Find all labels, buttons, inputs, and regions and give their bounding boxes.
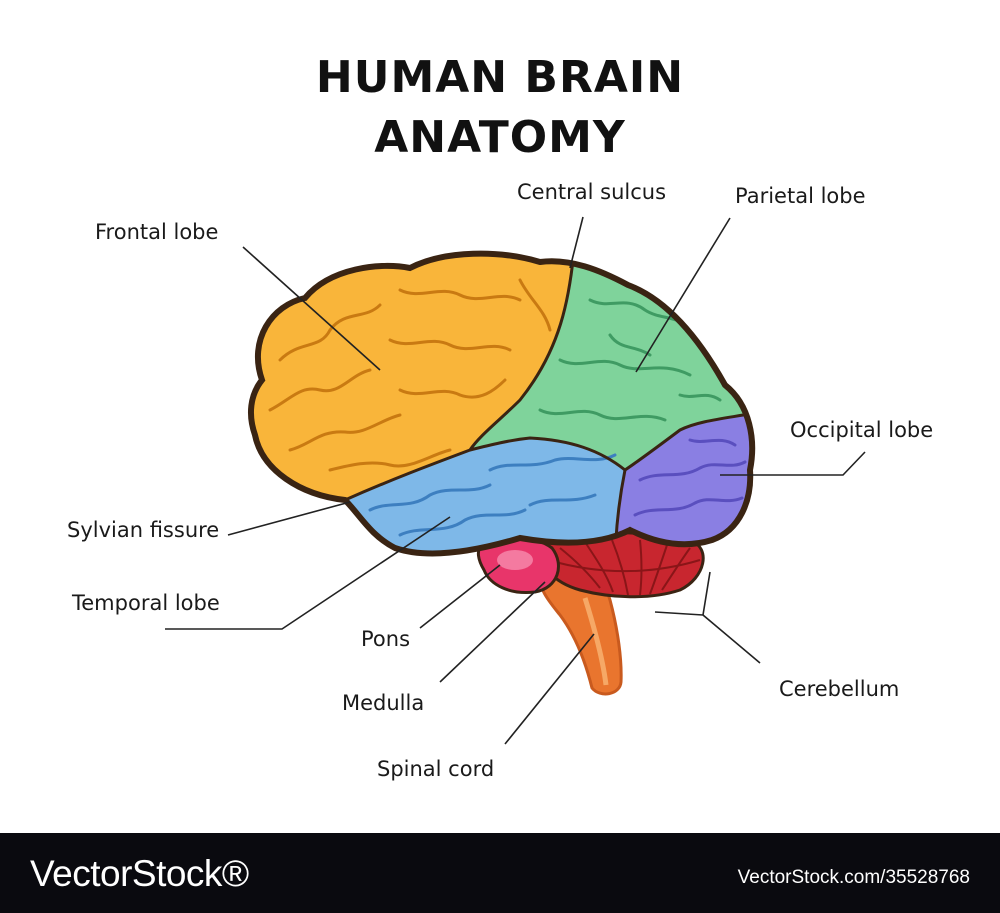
leader-parietal-lobe xyxy=(635,217,731,373)
label-sylvian-fissure: Sylvian fissure xyxy=(67,518,220,542)
gyri-pattern xyxy=(268,278,747,537)
footer-image-id: VectorStock.com/35528768 xyxy=(737,867,970,888)
cerebellum-folia xyxy=(547,539,701,596)
label-parietal-lobe: Parietal lobe xyxy=(735,184,866,208)
leader-cerebellum xyxy=(654,571,761,664)
title-line-1: HUMAN BRAIN xyxy=(315,52,685,103)
brain-illustration xyxy=(165,216,866,745)
leader-temporal-lobe xyxy=(165,516,451,630)
label-spinal-cord: Spinal cord xyxy=(377,757,495,781)
footer-brand-logo: VectorStock® xyxy=(30,853,249,894)
label-temporal-lobe: Temporal lobe xyxy=(72,591,220,615)
leader-central-sulcus xyxy=(569,216,584,269)
leader-pons xyxy=(419,564,501,629)
leader-spinal-cord xyxy=(504,633,595,745)
label-frontal-lobe: Frontal lobe xyxy=(95,220,219,244)
leader-medulla xyxy=(439,581,546,683)
title-line-2: ANATOMY xyxy=(374,112,626,163)
watermark-footer: VectorStock® VectorStock.com/35528768 xyxy=(0,833,1000,913)
label-pons: Pons xyxy=(361,627,411,651)
label-medulla: Medulla xyxy=(342,691,425,715)
leader-frontal-lobe xyxy=(242,246,381,371)
brain-outline xyxy=(247,250,756,557)
label-central-sulcus: Central sulcus xyxy=(517,180,667,204)
label-occipital-lobe: Occipital lobe xyxy=(790,418,934,442)
label-cerebellum: Cerebellum xyxy=(779,677,900,701)
leader-sylvian-fissure xyxy=(227,501,351,536)
leader-occipital-lobe xyxy=(720,451,866,476)
